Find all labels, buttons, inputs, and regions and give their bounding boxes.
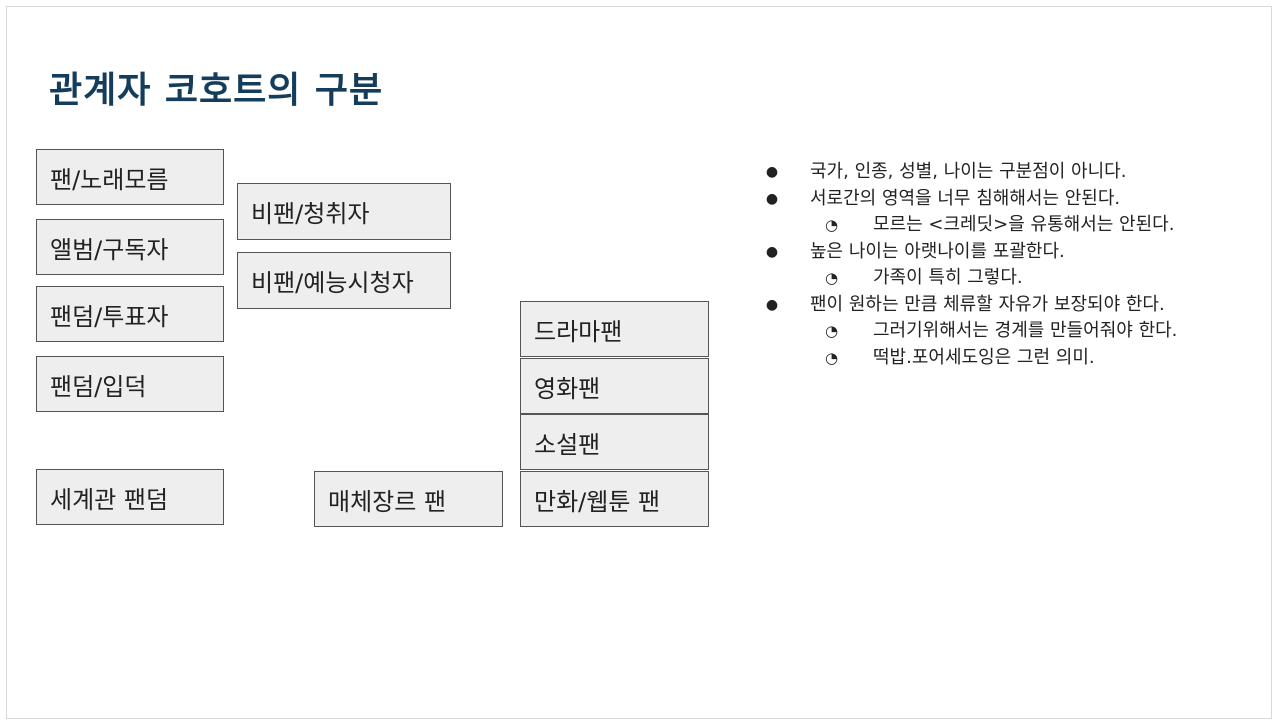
note-item: ● 높은 나이는 아랫나이를 포괄한다.: [765, 239, 1265, 266]
box-fan-song: 팬/노래모름: [36, 149, 224, 205]
box-world-fandom: 세계관 팬덤: [36, 469, 224, 525]
note-subitem: ◔ 떡밥.포어세도잉은 그런 의미.: [765, 345, 1265, 372]
box-novel-fan: 소설팬: [520, 414, 709, 470]
note-item: ● 팬이 원하는 만큼 체류할 자유가 보장되야 한다.: [765, 292, 1265, 319]
box-fandom-entry: 팬덤/입덕: [36, 356, 224, 412]
box-fandom-voter: 팬덤/투표자: [36, 286, 224, 342]
sub-bullet-icon: ◔: [825, 269, 839, 287]
bullet-icon: ●: [765, 243, 779, 260]
note-item: ● 서로간의 영역을 너무 침해해서는 안된다.: [765, 186, 1265, 213]
note-subitem: ◔ 그러기위해서는 경계를 만들어줘야 한다.: [765, 318, 1265, 345]
note-subitem: ◔ 가족이 특히 그렇다.: [765, 265, 1265, 292]
box-media-genre-fan: 매체장르 팬: [314, 471, 503, 527]
slide: 관계자 코호트의 구분 팬/노래모름 앨범/구독자 팬덤/투표자 팬덤/입덕 세…: [6, 6, 1272, 719]
sub-bullet-icon: ◔: [825, 348, 839, 367]
note-item: ● 국가, 인종, 성별, 나이는 구분점이 아니다.: [765, 159, 1265, 186]
box-comic-fan: 만화/웹툰 팬: [520, 471, 709, 527]
bullet-icon: ●: [765, 164, 779, 180]
slide-title: 관계자 코호트의 구분: [49, 70, 384, 111]
box-nonfan-listener: 비팬/청취자: [237, 183, 451, 240]
sub-bullet-icon: ◔: [825, 322, 839, 340]
box-nonfan-variety: 비팬/예능시청자: [237, 252, 451, 309]
box-album-subscriber: 앨범/구독자: [36, 219, 224, 275]
sub-bullet-icon: ◔: [825, 216, 839, 234]
bullet-icon: ●: [765, 296, 779, 313]
notes-list: ● 국가, 인종, 성별, 나이는 구분점이 아니다. ● 서로간의 영역을 너…: [765, 159, 1265, 371]
box-movie-fan: 영화팬: [520, 358, 709, 414]
bullet-icon: ●: [765, 190, 779, 207]
box-drama-fan: 드라마팬: [520, 301, 709, 357]
note-subitem: ◔ 모르는 <크레딧>을 유통해서는 안된다.: [765, 212, 1265, 239]
